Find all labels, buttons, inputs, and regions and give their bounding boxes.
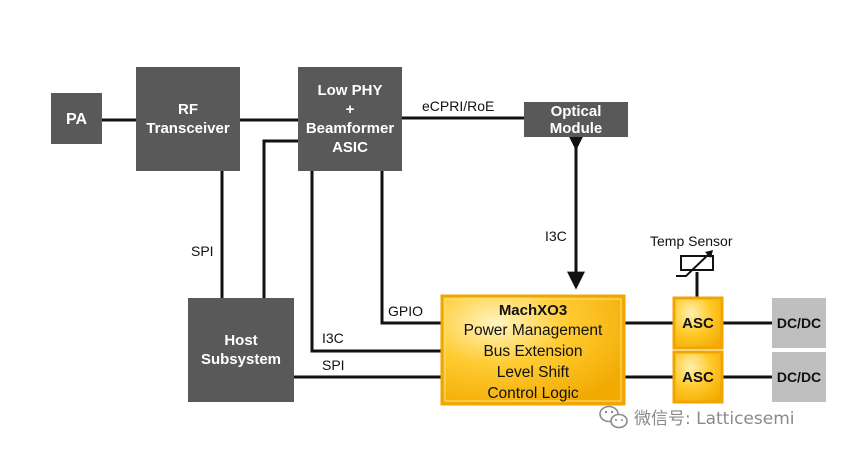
wire-i3c-host bbox=[310, 171, 442, 353]
asc-block-2: ASC bbox=[672, 350, 724, 404]
optical-label-line1: Optical bbox=[551, 103, 602, 120]
asc-label-2: ASC bbox=[682, 369, 714, 386]
connections bbox=[102, 116, 772, 379]
lowphy-label-line1: Low PHY bbox=[317, 82, 382, 99]
ecpri-label: eCPRI/RoE bbox=[422, 98, 494, 114]
machxo3-line-power: Power Management bbox=[464, 322, 603, 339]
lowphy-asic-block: Low PHY + Beamformer ASIC bbox=[298, 67, 402, 171]
machxo3-block: MachXO3 Power Management Bus Extension L… bbox=[440, 294, 626, 406]
machxo3-line-control: Control Logic bbox=[487, 385, 579, 402]
dcdc-block-2: DC/DC bbox=[772, 352, 826, 402]
watermark-text: 微信号: Latticesemi bbox=[634, 409, 794, 429]
lowphy-label-line3: Beamformer bbox=[306, 120, 395, 137]
rf-label-line2: Transceiver bbox=[146, 120, 230, 137]
temp-sensor-label: Temp Sensor bbox=[650, 233, 733, 249]
host-label-line2: Subsystem bbox=[201, 351, 281, 368]
gpio-label: GPIO bbox=[388, 303, 423, 319]
spi-left-label: SPI bbox=[191, 243, 214, 259]
lowphy-label-line4: ASIC bbox=[332, 139, 368, 156]
host-label-line1: Host bbox=[224, 332, 257, 349]
optical-module-block: Optical Module bbox=[524, 102, 628, 137]
i3c-vertical-label: I3C bbox=[545, 228, 567, 244]
dcdc-block-1: DC/DC bbox=[772, 298, 826, 348]
wechat-icon bbox=[599, 405, 628, 429]
machxo3-title: MachXO3 bbox=[499, 302, 567, 319]
dcdc-label-2: DC/DC bbox=[777, 369, 821, 385]
pa-label: PA bbox=[66, 111, 87, 128]
rf-transceiver-block: RF Transceiver bbox=[136, 67, 240, 171]
thermistor-icon bbox=[676, 250, 714, 277]
host-subsystem-block: Host Subsystem bbox=[188, 298, 294, 402]
rf-label-line1: RF bbox=[178, 101, 198, 118]
watermark: 微信号: Latticesemi bbox=[599, 405, 794, 429]
lowphy-label-line2: + bbox=[346, 101, 355, 118]
pa-block: PA bbox=[51, 93, 102, 144]
wire-gpio bbox=[380, 171, 442, 325]
machxo3-line-level: Level Shift bbox=[497, 364, 570, 381]
dcdc-label-1: DC/DC bbox=[777, 315, 821, 331]
machxo3-line-bus: Bus Extension bbox=[483, 343, 582, 360]
optical-label-line2: Module bbox=[550, 120, 603, 137]
spi-host-label: SPI bbox=[322, 357, 345, 373]
asc-block-1: ASC bbox=[672, 296, 724, 350]
asc-label-1: ASC bbox=[682, 315, 714, 332]
i3c-host-label: I3C bbox=[322, 330, 344, 346]
wire-host-lowphy bbox=[262, 139, 298, 298]
